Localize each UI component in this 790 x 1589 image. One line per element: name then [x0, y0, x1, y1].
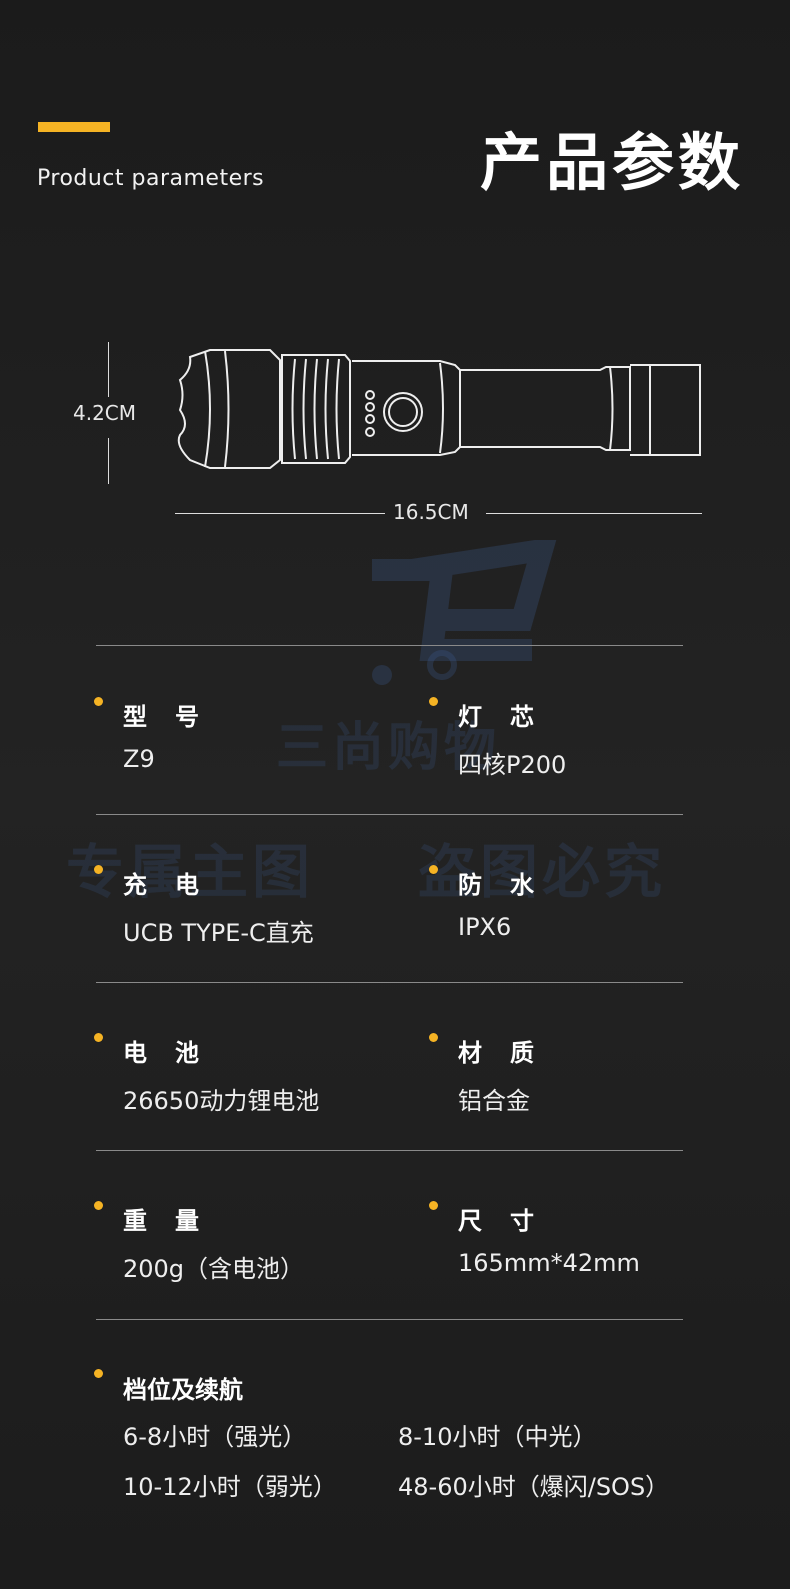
bullet-icon: [94, 1369, 103, 1378]
subtitle: Product parameters: [37, 166, 265, 191]
spec-value: 165mm*42mm: [458, 1249, 640, 1277]
bullet-icon: [94, 865, 103, 874]
bullet-icon: [94, 1201, 103, 1210]
spec-value: 四核P200: [458, 751, 567, 779]
spec-label: 尺 寸: [458, 1207, 536, 1235]
spec-label: 充 电: [123, 871, 201, 899]
height-label: 4.2CM: [73, 401, 137, 425]
bullet-icon: [94, 1033, 103, 1042]
spec-label: 防 水: [458, 871, 536, 899]
bullet-icon: [429, 865, 438, 874]
spec-label: 电 池: [123, 1039, 201, 1067]
watermark-text: 专属主图: [66, 838, 315, 906]
flashlight-outline-icon: [177, 349, 701, 469]
page-title: 产品参数: [479, 126, 744, 199]
runtime-value: 6-8小时（强光）: [123, 1423, 307, 1451]
bullet-icon: [429, 1033, 438, 1042]
spec-label: 档位及续航: [123, 1376, 243, 1404]
bullet-icon: [94, 697, 103, 706]
bullet-icon: [429, 697, 438, 706]
divider: [96, 982, 683, 983]
accent-bar: [38, 122, 110, 132]
length-label: 16.5CM: [393, 500, 469, 524]
spec-value: IPX6: [458, 913, 512, 941]
length-dimension-line: [175, 513, 385, 514]
divider: [96, 645, 683, 646]
runtime-value: 10-12小时（弱光）: [123, 1473, 337, 1501]
height-dimension-line: [108, 438, 109, 484]
runtime-value: 48-60小时（爆闪/SOS）: [398, 1473, 670, 1501]
height-dimension-line: [108, 342, 109, 397]
spec-label: 灯 芯: [458, 703, 536, 731]
divider: [96, 1319, 683, 1320]
spec-value: 200g（含电池）: [123, 1255, 305, 1283]
divider: [96, 814, 683, 815]
watermark-text: 盗图必究: [418, 838, 667, 906]
spec-label: 型 号: [123, 703, 201, 731]
spec-value: Z9: [123, 745, 155, 773]
spec-value: 26650动力锂电池: [123, 1087, 320, 1115]
bullet-icon: [429, 1201, 438, 1210]
spec-label: 材 质: [458, 1039, 536, 1067]
divider: [96, 1150, 683, 1151]
spec-label: 重 量: [123, 1207, 201, 1235]
length-dimension-line: [486, 513, 702, 514]
runtime-value: 8-10小时（中光）: [398, 1423, 597, 1451]
cart-logo-icon: [372, 536, 562, 700]
spec-value: 铝合金: [458, 1087, 530, 1115]
spec-value: UCB TYPE-C直充: [123, 919, 314, 947]
watermark-text: 三尚购物: [276, 718, 501, 778]
